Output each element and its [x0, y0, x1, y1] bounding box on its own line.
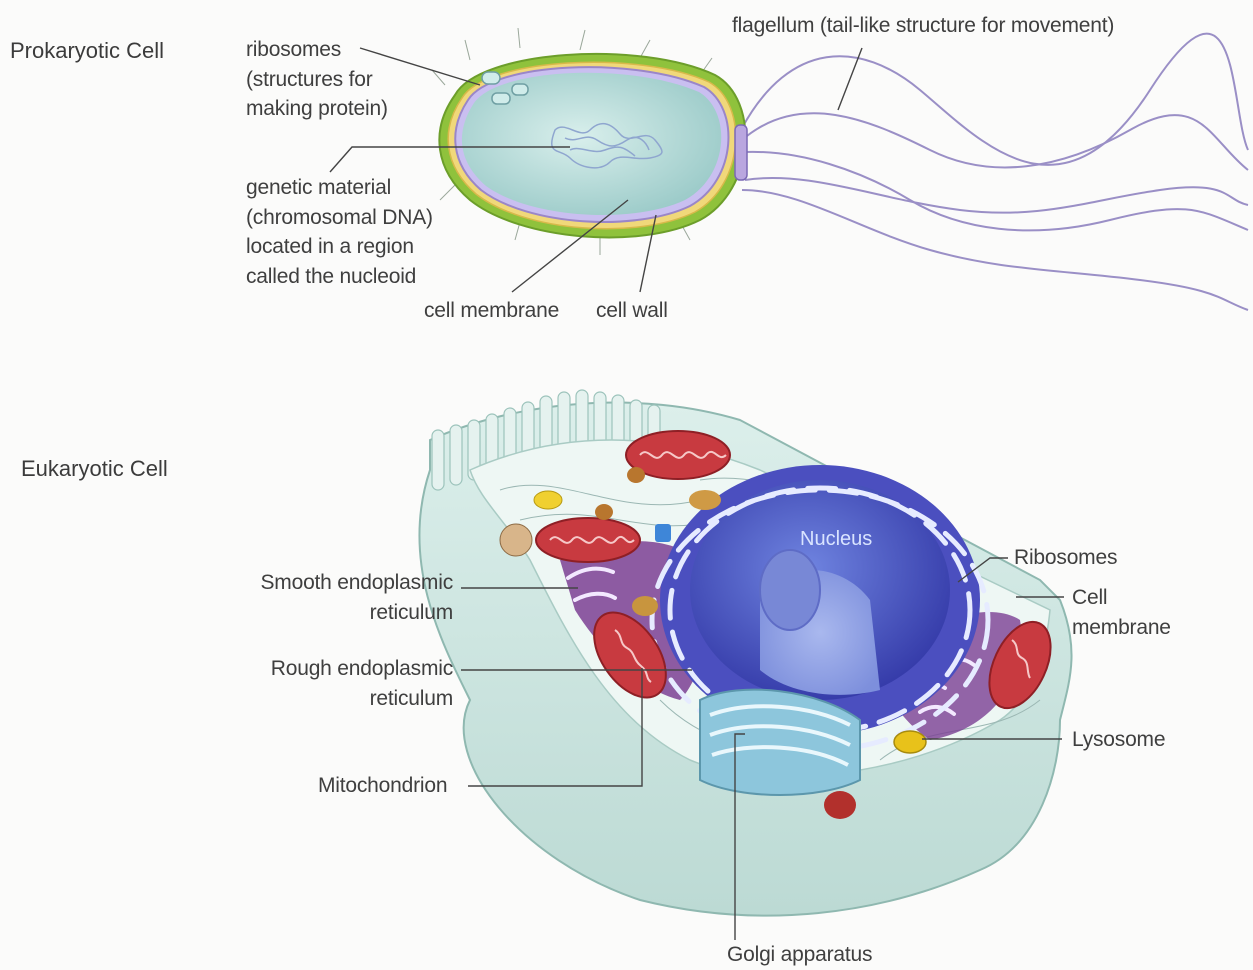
- prokaryote-illustration: [432, 28, 1248, 310]
- label-eukaryote-ribosomes: Ribosomes: [1014, 543, 1117, 573]
- label-genetic-material: genetic material (chromosomal DNA) locat…: [246, 173, 433, 291]
- label-prokaryote-ribosomes: ribosomes (structures for making protein…: [246, 35, 388, 124]
- label-cell-wall: cell wall: [596, 296, 668, 326]
- label-mitochondrion: Mitochondrion: [318, 771, 447, 801]
- label-lysosome: Lysosome: [1072, 725, 1165, 755]
- label-rough-er: Rough endoplasmic reticulum: [271, 654, 453, 713]
- label-prokaryote-cell-membrane: cell membrane: [424, 296, 559, 326]
- label-eukaryote-cell-membrane: Cell membrane: [1072, 583, 1171, 642]
- lysosome-organelle: [894, 731, 926, 753]
- label-nucleus: Nucleus: [800, 528, 872, 551]
- label-golgi: Golgi apparatus: [727, 940, 872, 970]
- section-title-prokaryotic: Prokaryotic Cell: [10, 38, 164, 64]
- section-title-eukaryotic: Eukaryotic Cell: [21, 456, 168, 482]
- flagella: [742, 34, 1248, 310]
- eukaryote-illustration: [419, 390, 1071, 916]
- golgi: [700, 690, 860, 795]
- label-flagellum: flagellum (tail-like structure for movem…: [732, 11, 1114, 41]
- label-smooth-er: Smooth endoplasmic reticulum: [260, 568, 453, 627]
